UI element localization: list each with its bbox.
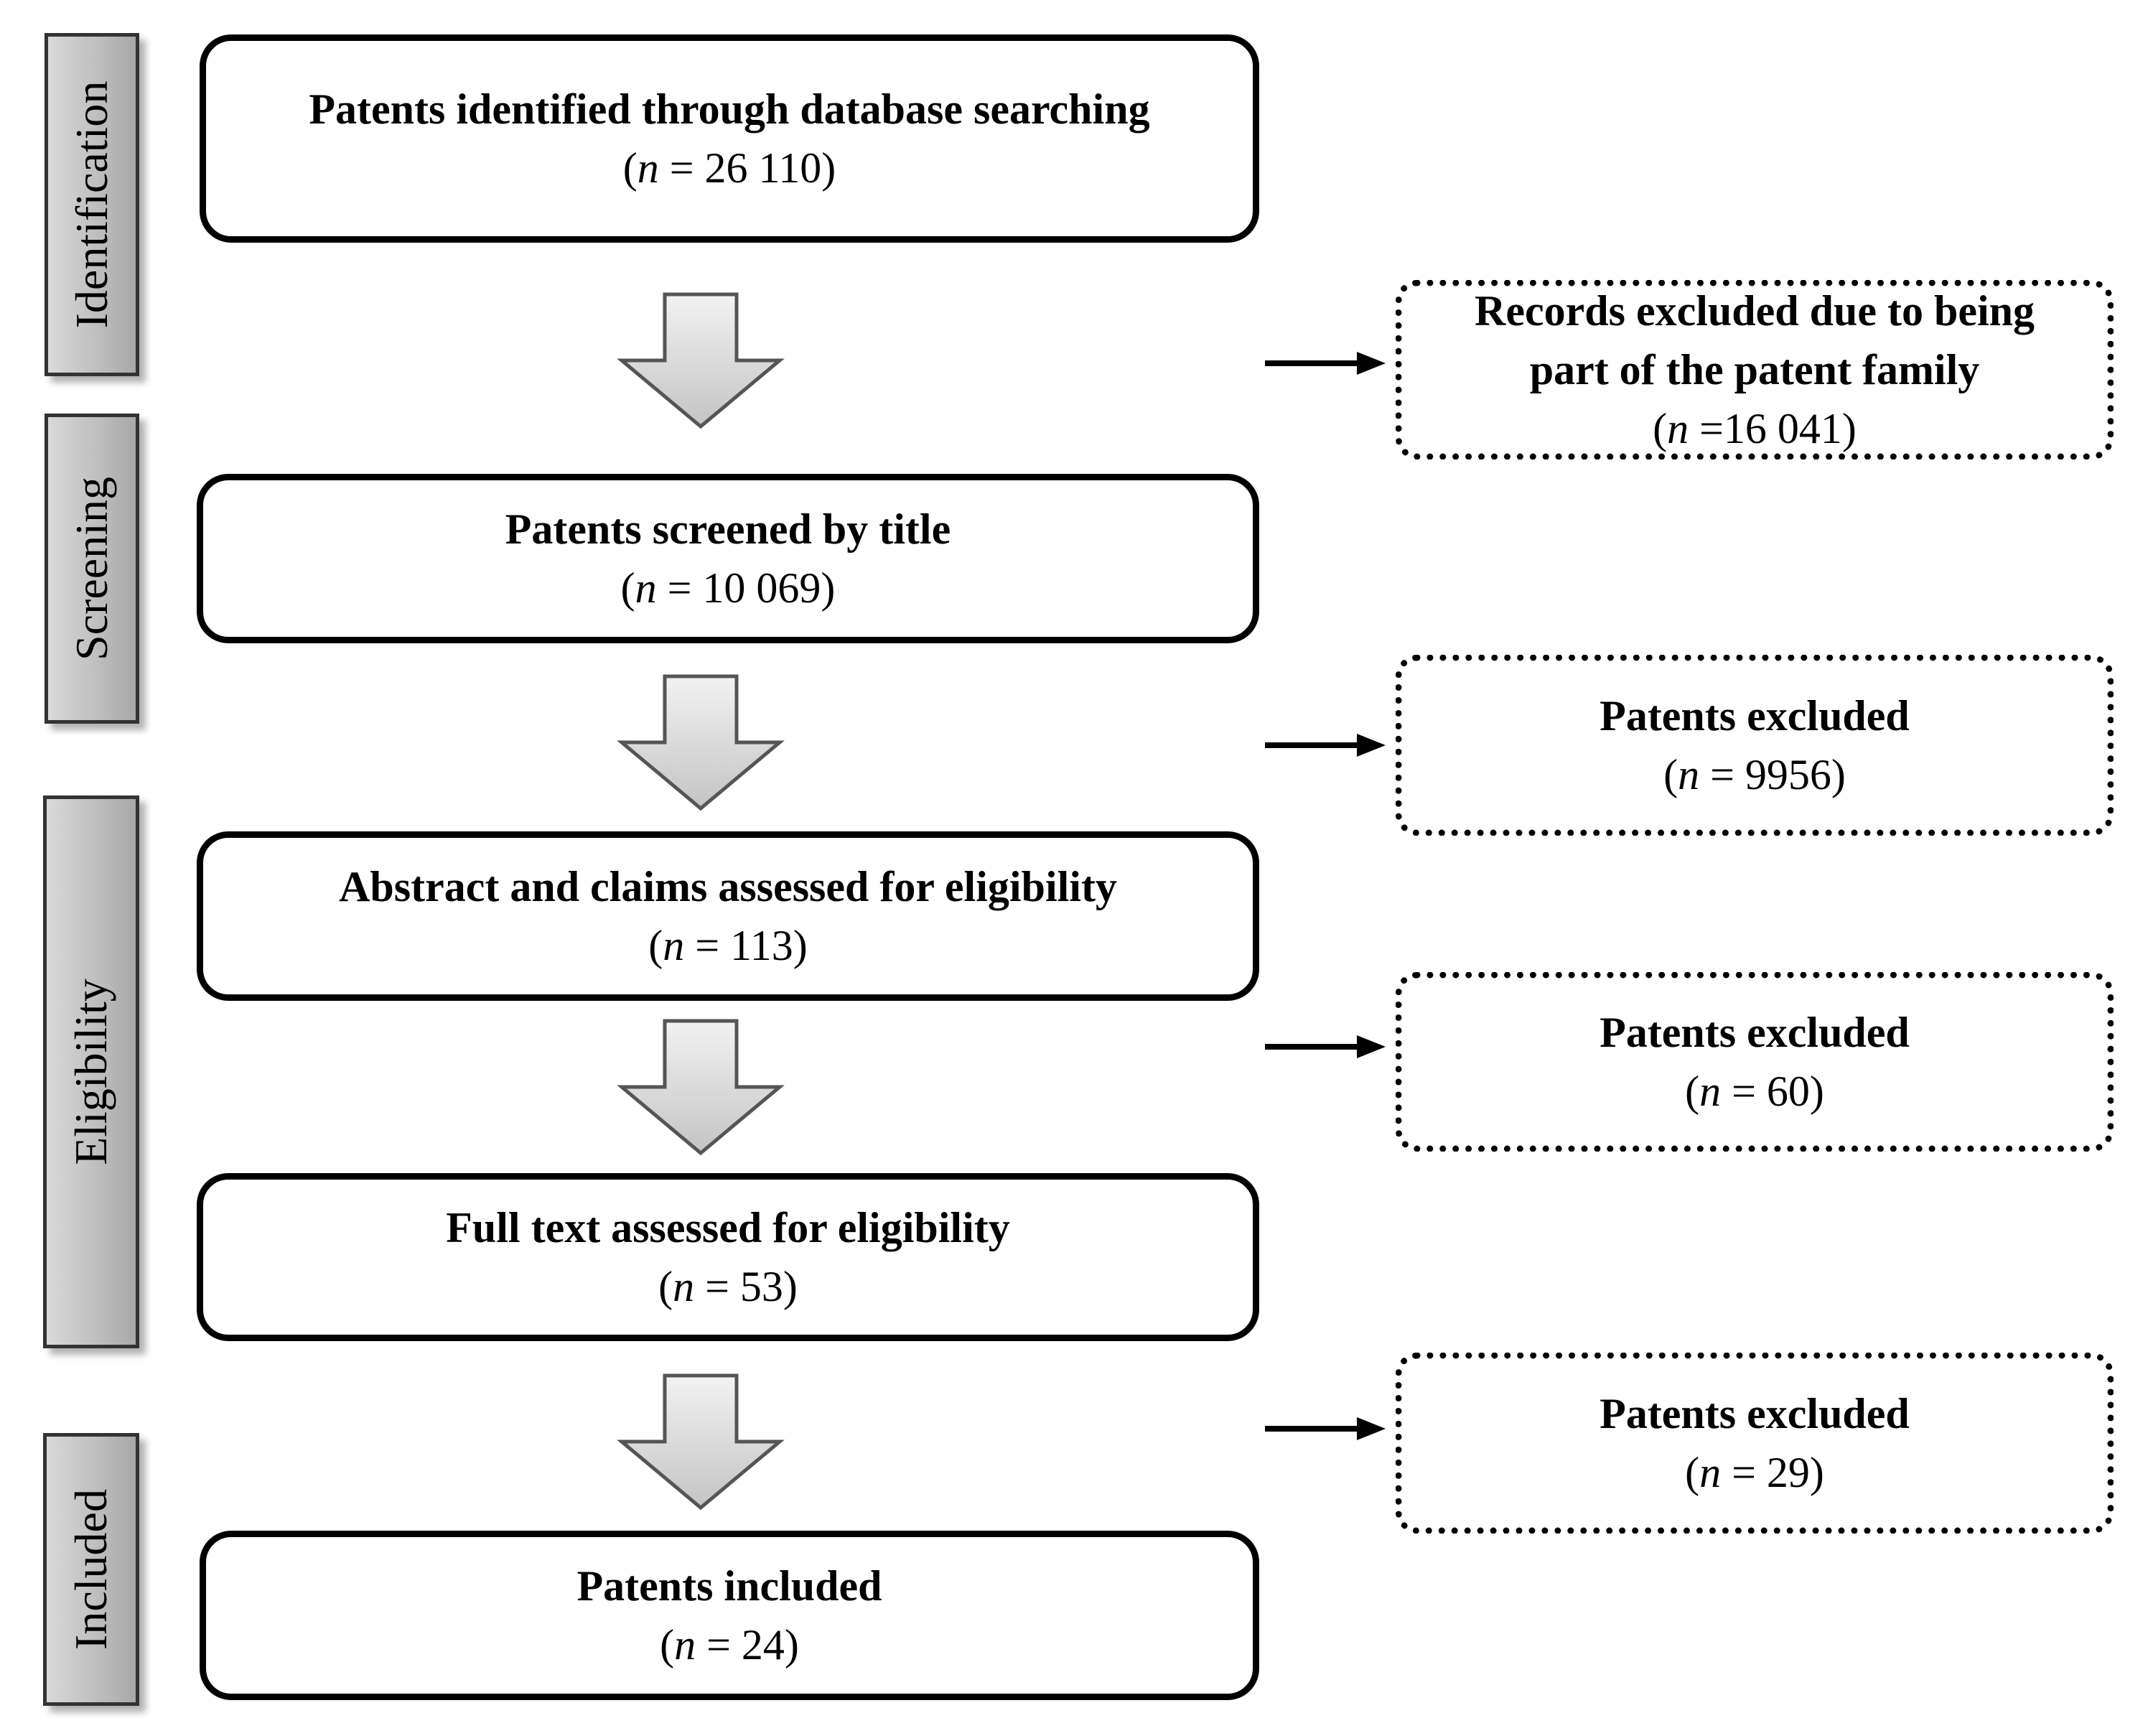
right-arrow-icon <box>1265 734 1386 757</box>
box-title: Patents identified through database sear… <box>309 85 1150 133</box>
exclusion-title-line: Patents excluded <box>1600 1009 1910 1056</box>
down-arrow-icon <box>617 292 785 429</box>
exclusion-title-line: Patents excluded <box>1600 692 1910 739</box>
down-arrow-icon <box>617 674 785 811</box>
box-title: Abstract and claims assessed for eligibi… <box>339 863 1117 910</box>
right-arrow-icon <box>1265 1417 1386 1440</box>
right-arrow-icon <box>1265 352 1386 375</box>
exclusion-box-title-screen: Patents excluded (n = 9956) <box>1396 655 2114 836</box>
exclusion-count: (n = 9956) <box>1663 751 1846 798</box>
stage-label: Identification <box>66 80 117 329</box>
box-count: (n = 10 069) <box>620 564 836 612</box>
stage-label: Eligibility <box>65 979 116 1165</box>
box-count: (n = 26 110) <box>622 144 836 192</box>
stage-tab-eligibility: Eligibility <box>43 795 139 1348</box>
exclusion-box-full-text: Patents excluded (n = 29) <box>1396 1353 2114 1534</box>
stage-tab-included: Included <box>43 1433 139 1706</box>
stage-tab-screening: Screening <box>45 414 139 724</box>
exclusion-count: (n =16 041) <box>1653 405 1857 452</box>
box-title: Patents screened by title <box>505 505 951 553</box>
exclusion-title-line: Patents excluded <box>1600 1390 1910 1437</box>
exclusion-box-patent-family: Records excluded due to being part of th… <box>1396 280 2114 459</box>
down-arrow-icon <box>617 1019 785 1156</box>
exclusion-count: (n = 60) <box>1685 1068 1824 1115</box>
box-count: (n = 24) <box>660 1621 799 1669</box>
exclusion-title-line: part of the patent family <box>1529 346 1980 393</box>
box-abstract-claims: Abstract and claims assessed for eligibi… <box>197 831 1259 1001</box>
stage-tab-identification: Identification <box>45 33 139 376</box>
box-title: Full text assessed for eligibility <box>446 1204 1010 1251</box>
down-arrow-icon <box>617 1373 785 1511</box>
box-count: (n = 53) <box>658 1263 798 1310</box>
box-full-text: Full text assessed for eligibility (n = … <box>197 1173 1259 1341</box>
exclusion-title-line: Records excluded due to being <box>1475 287 2035 335</box>
stage-label: Included <box>65 1489 116 1650</box>
box-included: Patents included (n = 24) <box>200 1531 1259 1700</box>
box-identified: Patents identified through database sear… <box>200 34 1259 243</box>
stage-label: Screening <box>66 477 117 661</box>
box-screened: Patents screened by title (n = 10 069) <box>197 474 1259 643</box>
box-title: Patents included <box>576 1562 882 1610</box>
right-arrow-icon <box>1265 1035 1386 1058</box>
exclusion-box-abstract: Patents excluded (n = 60) <box>1396 972 2114 1152</box>
exclusion-count: (n = 29) <box>1685 1449 1824 1496</box>
box-count: (n = 113) <box>648 922 808 969</box>
